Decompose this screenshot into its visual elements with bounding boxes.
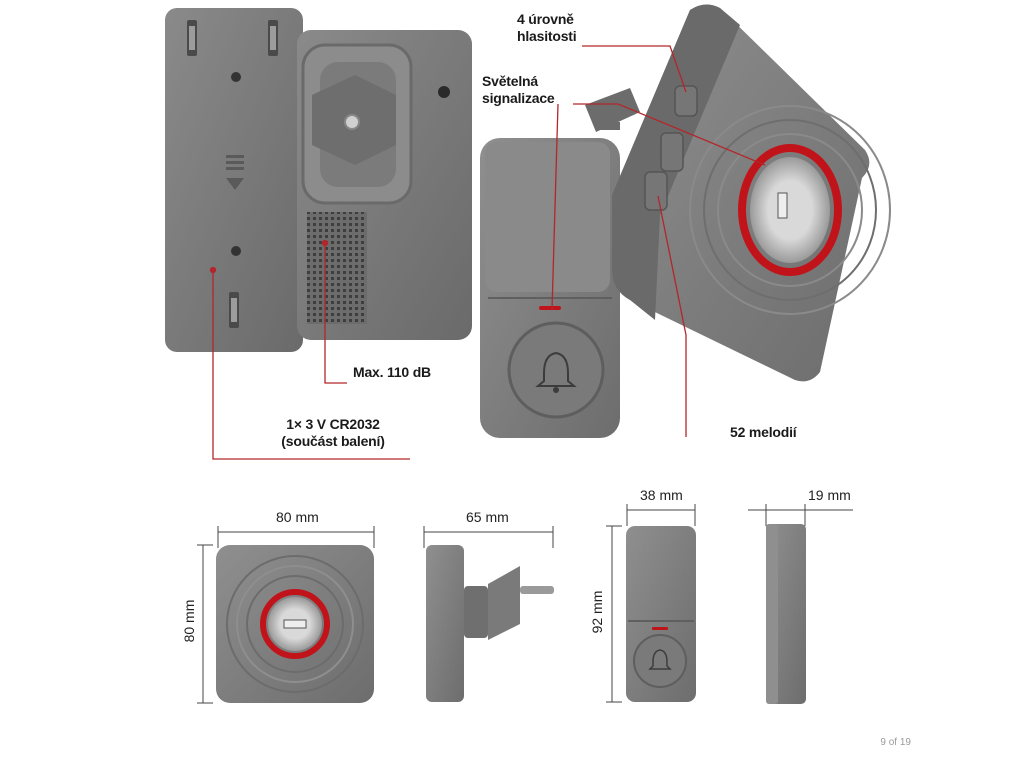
receiver-back (297, 30, 472, 340)
button-side-dimension (748, 504, 853, 704)
receiver-front-dimension (197, 526, 375, 704)
melodies-label: 52 melodií (730, 424, 797, 440)
light-label-line1: Světelná (482, 73, 538, 89)
battery-label-line1: 1× 3 V CR2032 (286, 416, 380, 432)
push-button-front (480, 138, 620, 438)
receiver-height-label: 80 mm (181, 599, 197, 643)
button-width-label: 38 mm (640, 487, 683, 503)
volume-label-line2: hlasitosti (517, 28, 577, 44)
button-height-label: 92 mm (589, 590, 605, 634)
page-counter: 9 of 19 (880, 737, 911, 748)
button-depth-label: 19 mm (808, 487, 851, 503)
receiver-width-label: 80 mm (276, 509, 319, 525)
leader-lines (209, 45, 766, 460)
max-db-label: Max. 110 dB (353, 364, 431, 380)
plug-depth-label: 65 mm (466, 509, 509, 525)
button-front-dimension (606, 504, 696, 703)
receiver-side-dimension (423, 526, 554, 702)
battery-label-line2: (součást balení) (281, 433, 385, 449)
volume-label-line1: 4 úrovně (517, 11, 574, 27)
button-back-plate (165, 8, 303, 352)
receiver-front (585, 4, 891, 382)
light-label-line2: signalizace (482, 90, 555, 106)
